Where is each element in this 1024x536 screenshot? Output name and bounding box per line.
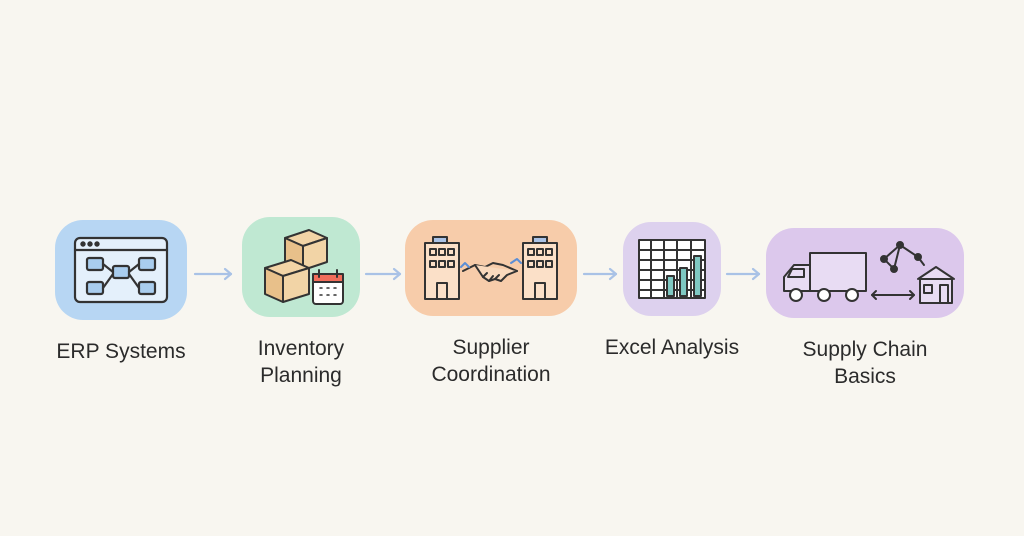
boxes-calendar-icon [264,229,344,305]
step-erp-systems: ERP Systems [55,220,187,365]
step-label: Inventory Planning [257,337,345,387]
step-label: Excel Analysis [604,336,740,359]
step-label: ERP Systems [56,340,186,363]
step-supplier-coordination: Supplier Coordination [405,220,577,388]
arrow-right-icon [364,267,402,281]
step-excel-analysis: Excel Analysis [605,222,739,361]
arrow-right-icon [193,267,233,281]
step-supply-chain-basics: Supply Chain Basics [766,228,964,390]
step-label: Supply Chain Basics [802,338,928,388]
arrow-right-icon [725,267,761,281]
step-label: Supplier Coordination [431,336,551,386]
arrow-right-icon [582,267,618,281]
step-tile [623,222,721,316]
step-tile [766,228,964,318]
step-tile [242,217,360,317]
truck-network-house-icon [783,241,955,304]
step-tile [405,220,577,316]
step-inventory-planning: Inventory Planning [242,217,360,389]
erp-window-diagram-icon [73,236,169,304]
spreadsheet-chart-icon [638,239,706,299]
step-tile [55,220,187,320]
buildings-handshake-icon [424,236,558,300]
